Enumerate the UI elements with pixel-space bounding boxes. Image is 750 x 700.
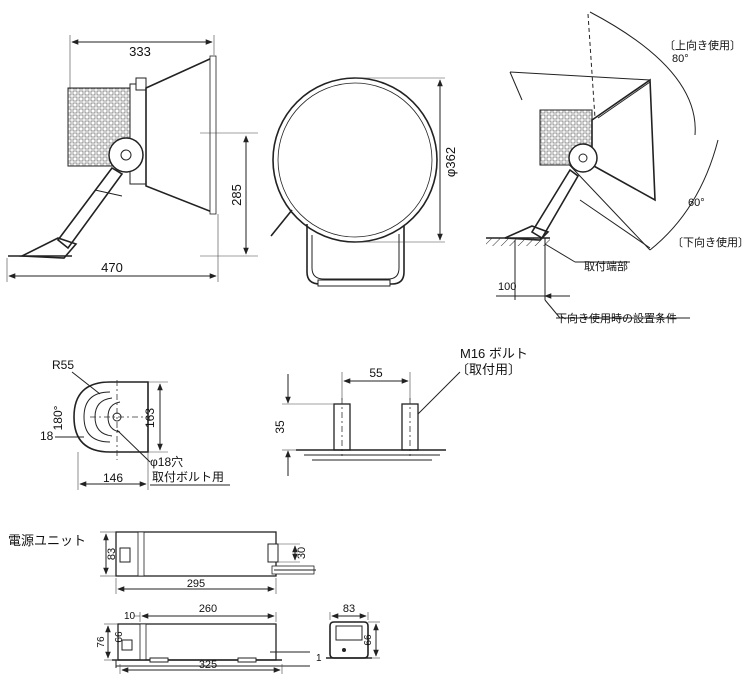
dim-333-label: 333	[129, 44, 151, 59]
dim-55-label: 55	[369, 366, 383, 380]
dim-163-label: 163	[143, 408, 157, 428]
unit-260-label: 260	[199, 603, 217, 615]
unit-10-label: 10	[124, 611, 136, 622]
unit-83-label: 83	[106, 548, 118, 560]
bolt-label: M16 ボルト	[460, 346, 528, 361]
unit-325-label: 325	[199, 659, 217, 671]
up-angle-label: 80°	[672, 53, 689, 65]
dim-362-label: φ362	[443, 147, 458, 177]
end-1-label: 1	[316, 653, 322, 664]
power-unit-view: 電源ユニット 83 30 295 260 10	[8, 531, 380, 674]
end-66-label: 66	[363, 634, 374, 646]
unit-76-label: 76	[96, 636, 107, 648]
unit-295-label: 295	[187, 578, 205, 590]
dim-470-label: 470	[101, 260, 123, 275]
bolt-sub-label: 〔取付用〕	[456, 362, 521, 377]
hole-note-label: 取付ボルト用	[152, 470, 224, 484]
lamp-reflector	[145, 56, 213, 214]
down-angle-label: 60°	[688, 197, 705, 209]
dim-146-label: 146	[103, 471, 123, 485]
lamp-arm	[56, 166, 124, 250]
unit-66-label: 66	[114, 631, 125, 643]
dist-100-label: 100	[498, 281, 516, 293]
angle-label: 180°	[51, 405, 65, 430]
hole-label: φ18穴	[150, 454, 183, 469]
dim-285-label: 285	[229, 184, 244, 206]
lamp-front-rim	[272, 77, 438, 243]
unit-30-label: 30	[296, 547, 308, 559]
edge-label: 18	[40, 429, 54, 443]
end-83-label: 83	[343, 603, 355, 615]
condition-label: 下向き使用時の設置条件	[556, 311, 677, 325]
up-use-label: 〔上向き使用〕	[664, 38, 741, 52]
lamp-side-view: 333 285 470	[6, 35, 258, 282]
lamp-front-view: φ362	[270, 77, 458, 287]
radius-label: R55	[52, 358, 74, 372]
dim-35-label: 35	[273, 420, 287, 434]
power-unit-title: 電源ユニット	[8, 533, 86, 548]
base-plate-view: 163 R55 180° 18 146 φ18穴 取付ボルト用	[40, 358, 230, 490]
lamp-tilt-view: 〔上向き使用〕 80° 60° 〔下向き使用〕 取付端部 100 下向き使用時の…	[486, 11, 749, 325]
bolts-view: 55 35 M16 ボルト 〔取付用〕	[273, 346, 528, 476]
down-use-label: 〔下向き使用〕	[672, 235, 749, 249]
mount-end-label: 取付端部	[584, 259, 628, 273]
